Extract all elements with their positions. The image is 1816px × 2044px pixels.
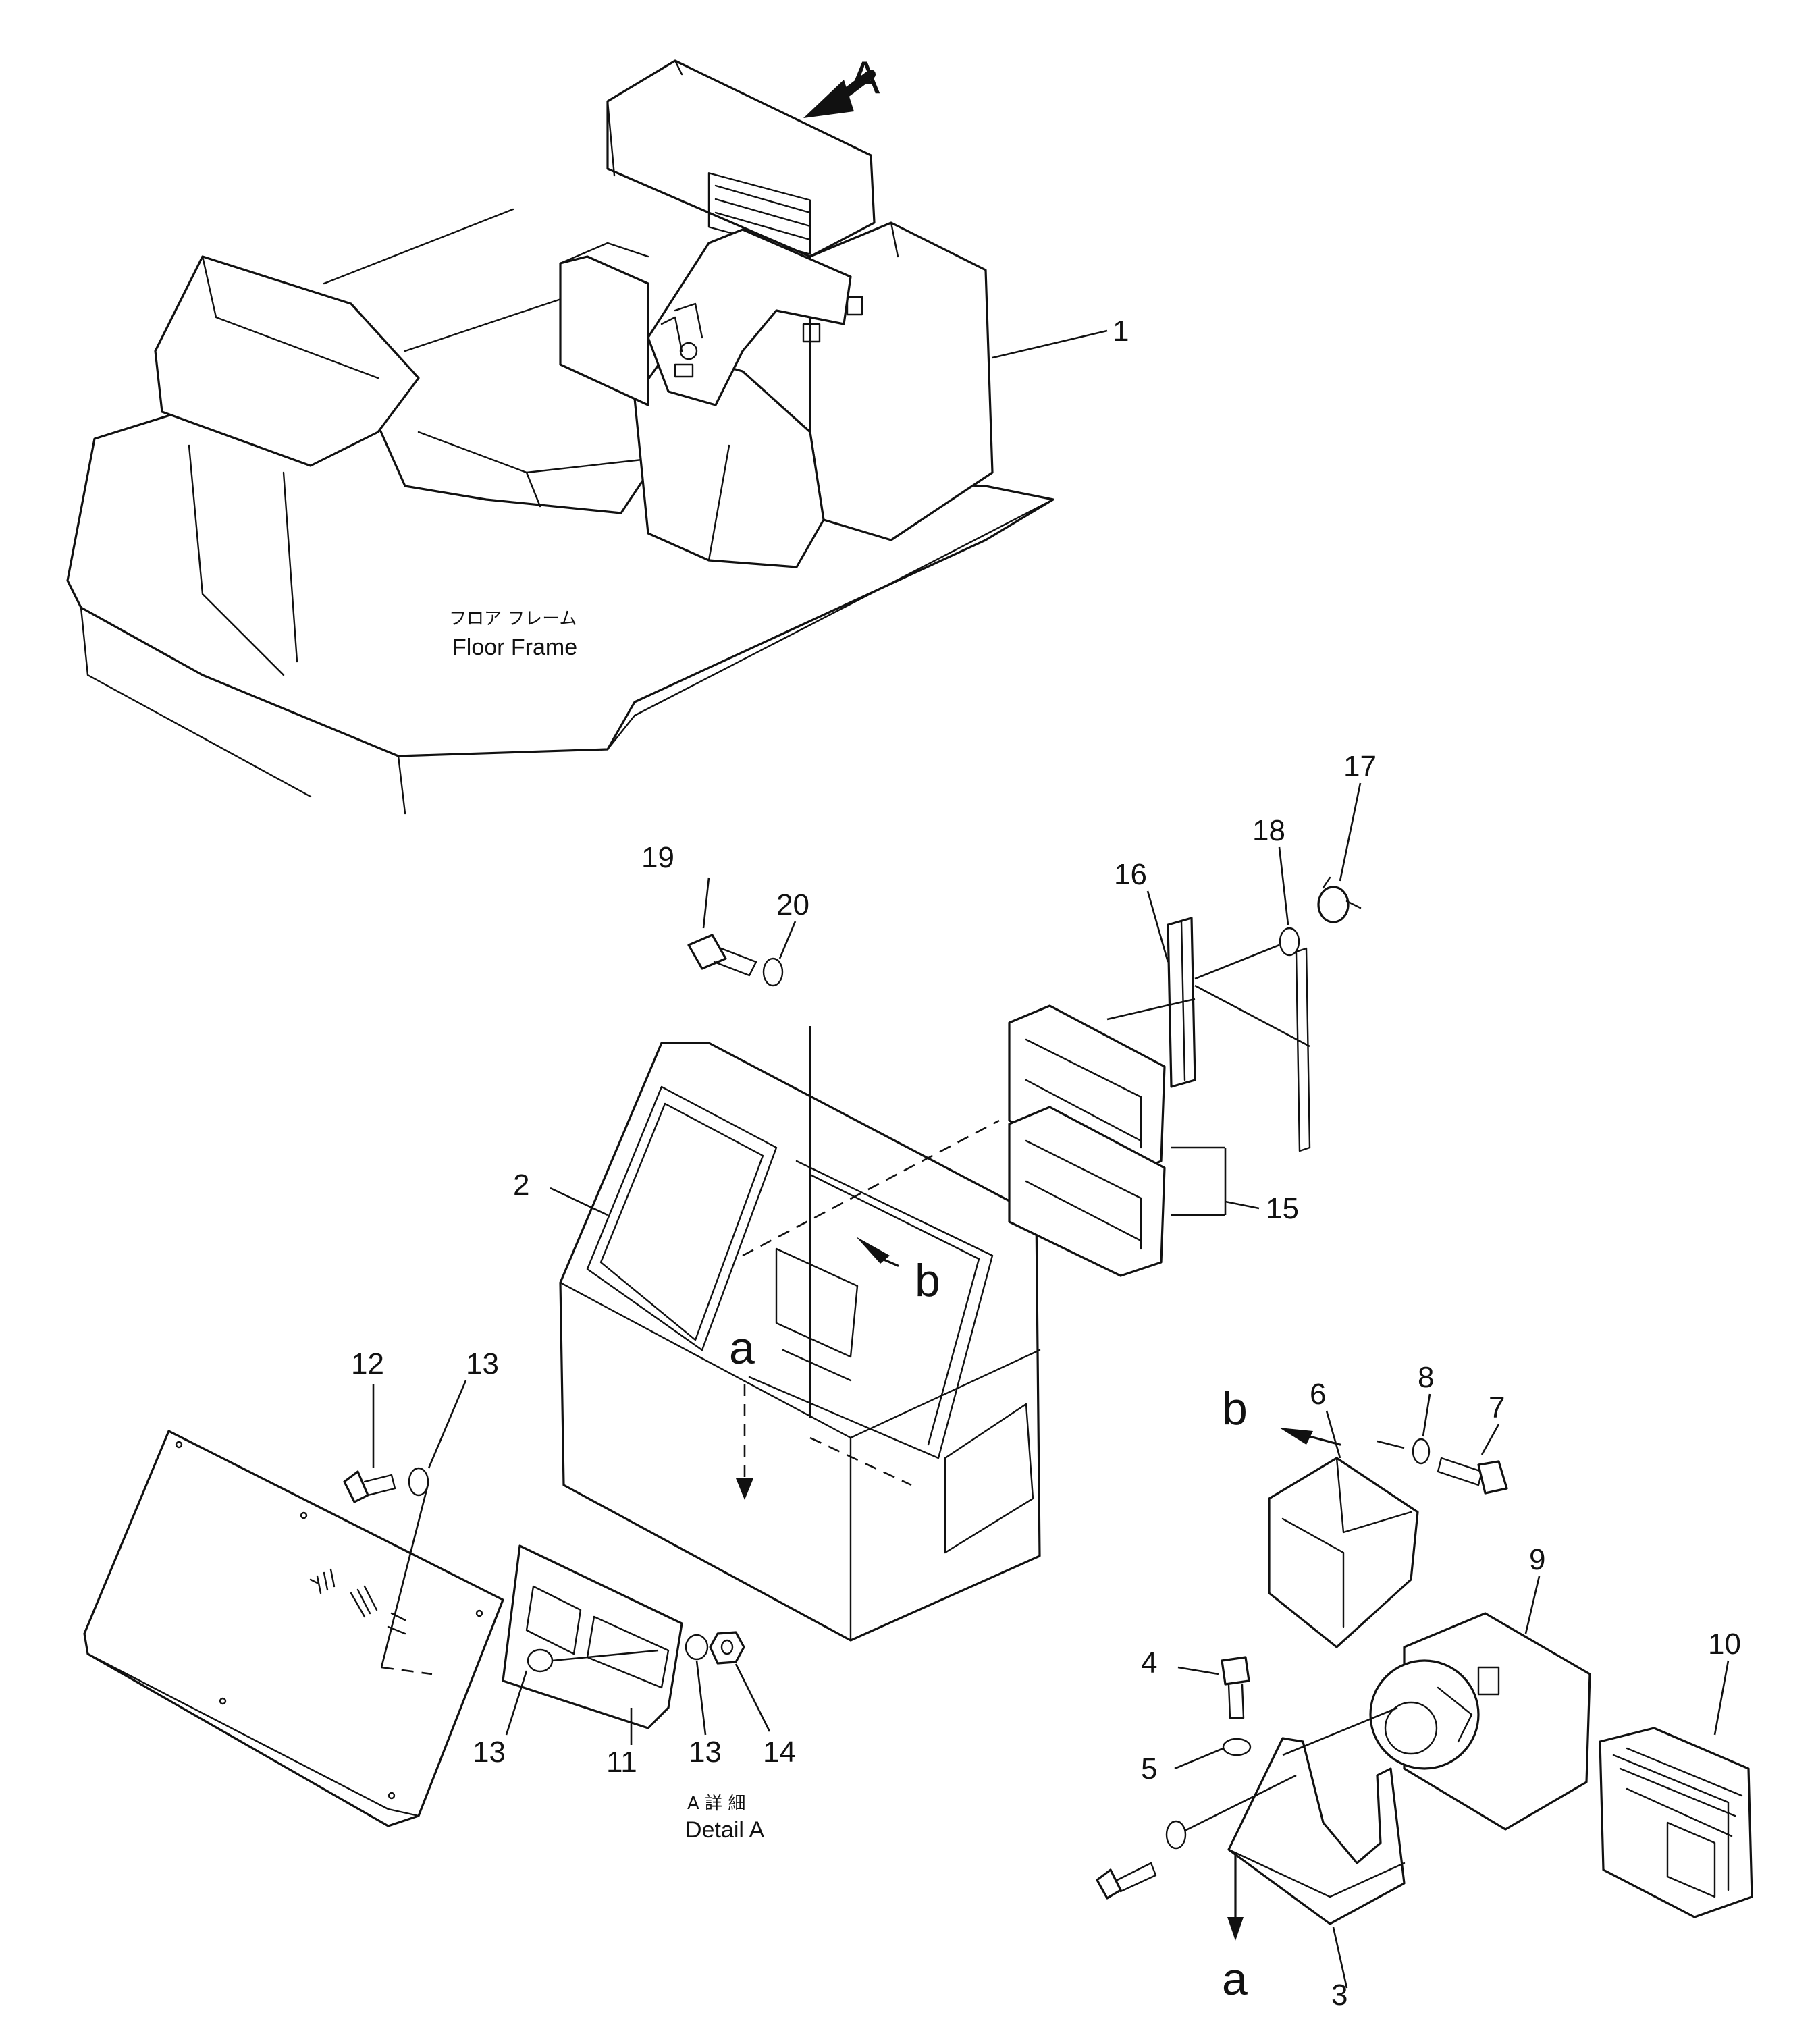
callout-7: 7	[1489, 1391, 1505, 1424]
filter-lower-15	[1008, 1106, 1166, 1277]
ref-a-frame: a	[729, 1322, 755, 1374]
ref-b-frame: b	[915, 1255, 940, 1306]
wing-nut-17: 17	[1317, 750, 1377, 923]
cover-panel	[83, 1430, 504, 1827]
heater-unit-9: 9	[1369, 1543, 1591, 1831]
callout-16: 16	[1114, 858, 1147, 891]
callout-4: 4	[1141, 1646, 1157, 1679]
floor-frame-label-jp: フロア フレーム	[449, 609, 577, 629]
rubber-boot-10: 10	[1599, 1628, 1753, 1918]
callout-12: 12	[351, 1347, 384, 1380]
nut-14: 14	[709, 1631, 796, 1769]
floor-frame-label-en: Floor Frame	[452, 635, 577, 660]
callout-11: 11	[606, 1746, 637, 1779]
callout-10: 10	[1708, 1628, 1741, 1661]
callout-13-right: 13	[689, 1736, 722, 1769]
callout-13-left: 13	[473, 1736, 506, 1769]
callout-18: 18	[1252, 814, 1285, 847]
callout-3: 3	[1331, 1979, 1347, 2012]
bolt-4: 4	[1141, 1646, 1250, 1719]
bolt-19: 19	[641, 841, 757, 977]
floor-frame-assembly: A 1 フロア フレーム Floor Frame	[66, 52, 1129, 815]
callout-15: 15	[1266, 1192, 1299, 1225]
callout-19: 19	[641, 841, 674, 874]
bracket-3: 3 a	[1222, 1706, 1406, 2012]
callout-8: 8	[1418, 1361, 1434, 1394]
callout-14: 14	[763, 1736, 796, 1769]
screw-lower	[1096, 1774, 1297, 1900]
callout-2: 2	[513, 1168, 529, 1202]
washer-13-left: 13	[473, 1648, 659, 1769]
callout-1: 1	[1113, 315, 1129, 348]
view-arrow-a: A	[803, 52, 880, 118]
screw-12: 12	[343, 1347, 396, 1503]
view-arrow-label: A	[849, 52, 880, 103]
filter-bracket-16: 16	[1106, 858, 1311, 1152]
washer-8: 8	[1377, 1361, 1434, 1465]
detail-a-label-jp: A 詳 細	[687, 1794, 745, 1814]
washer-20: 20	[762, 888, 809, 987]
ref-a-bracket: a	[1222, 1954, 1248, 2005]
washer-13-top: 13	[380, 1347, 499, 1668]
washer-13-right: 13	[685, 1634, 722, 1769]
detail-a-label-en: Detail A	[685, 1817, 764, 1843]
callout-6: 6	[1310, 1378, 1326, 1411]
bolt-7: 7	[1437, 1391, 1508, 1495]
washer-5: 5	[1141, 1738, 1252, 1785]
callout-9: 9	[1529, 1543, 1545, 1576]
plate-11: 11	[502, 1544, 683, 1779]
duct-6: 6 b	[1222, 1378, 1419, 1648]
washer-18: 18	[1194, 814, 1300, 980]
callout-13-top: 13	[466, 1347, 499, 1380]
ref-b-duct: b	[1222, 1383, 1248, 1434]
callout-20: 20	[776, 888, 809, 921]
console-frame: 2 a b	[513, 1026, 1041, 1642]
callout-5: 5	[1141, 1752, 1157, 1785]
callout-17: 17	[1343, 750, 1377, 783]
